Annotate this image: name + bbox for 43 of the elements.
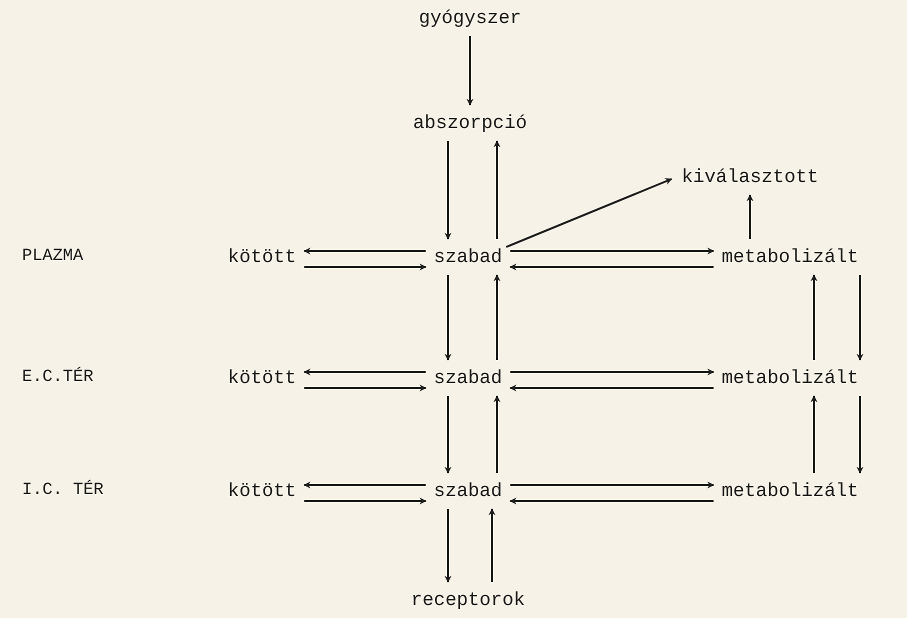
state-label: kötött [226,245,298,269]
arrow [494,140,500,239]
arrow [506,178,672,248]
arrow [304,498,426,504]
arrow [494,274,500,360]
state-label: abszorpció [410,111,530,135]
arrow [304,368,426,376]
arrow [466,36,474,106]
arrow [856,396,864,474]
state-label: metabolizált [720,245,860,269]
state-label: szabad [432,479,504,503]
arrow [444,396,452,474]
arrow [494,395,500,473]
arrow [510,384,714,392]
arrow [510,248,714,254]
compartment-label: E.C.TÉR [22,366,94,389]
arrow [304,248,426,254]
compartment-label: I.C. TÉR [22,479,104,502]
arrow [510,498,714,504]
arrow [304,482,426,488]
arrow [810,395,818,473]
arrow [304,384,426,392]
arrow [444,275,452,361]
state-label: szabad [432,366,504,390]
arrow [510,368,714,376]
state-label: gyógyszer [416,6,524,30]
arrow [488,508,496,582]
state-label: kötött [226,366,298,390]
arrow [746,194,754,239]
state-label: metabolizált [720,366,860,390]
arrow [810,274,818,360]
state-label: szabad [432,245,504,269]
state-label: kiválasztott [680,165,820,189]
arrow [444,141,452,240]
arrow [856,275,864,361]
state-label: kötött [226,479,298,503]
state-label: receptorok [408,588,528,612]
arrow [304,264,426,270]
compartment-label: PLAZMA [22,246,84,268]
arrow [510,482,714,488]
arrow [510,264,714,270]
arrow [444,509,452,583]
state-label: metabolizált [720,479,860,503]
